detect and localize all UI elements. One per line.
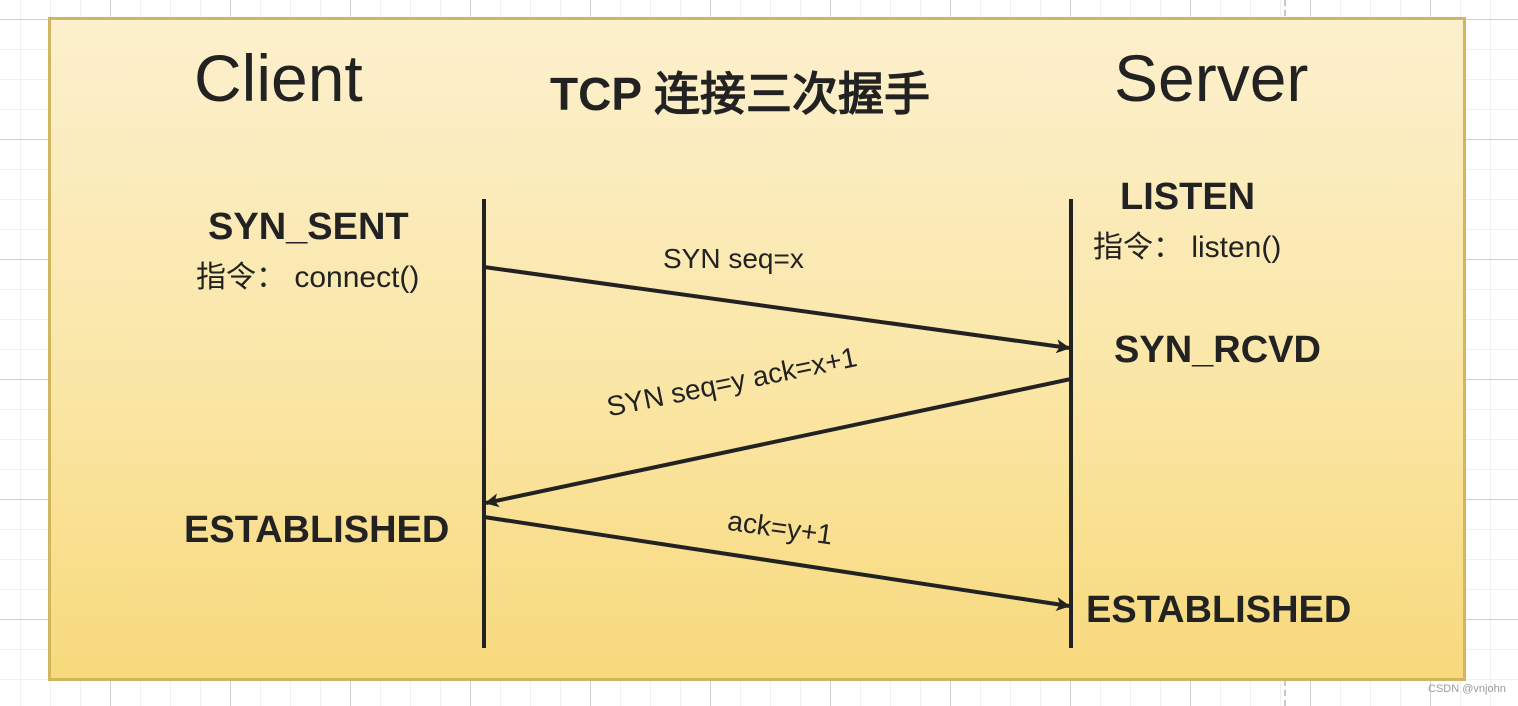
message-label-syn: SYN seq=x [663,243,804,274]
server-command-listen: 指令： listen() [1093,231,1282,264]
client-state-established: ESTABLISHED [184,509,450,551]
client-state-syn-sent: SYN_SENT [208,206,409,248]
server-state-listen: LISTEN [1120,176,1256,218]
server-state-syn-rcvd: SYN_RCVD [1114,329,1321,371]
diagram-title: TCP 连接三次握手 [550,68,930,120]
arrow-ack [483,515,1071,612]
server-state-established: ESTABLISHED [1086,589,1352,631]
arrow-syn-ack [484,377,1072,508]
server-title: Server [1114,41,1309,115]
client-command-connect: 指令： connect() [196,261,420,294]
diagram-panel [48,17,1466,681]
arrow-syn [483,265,1071,354]
client-title: Client [194,41,363,115]
watermark: CSDN @vnjohn [1428,683,1506,695]
